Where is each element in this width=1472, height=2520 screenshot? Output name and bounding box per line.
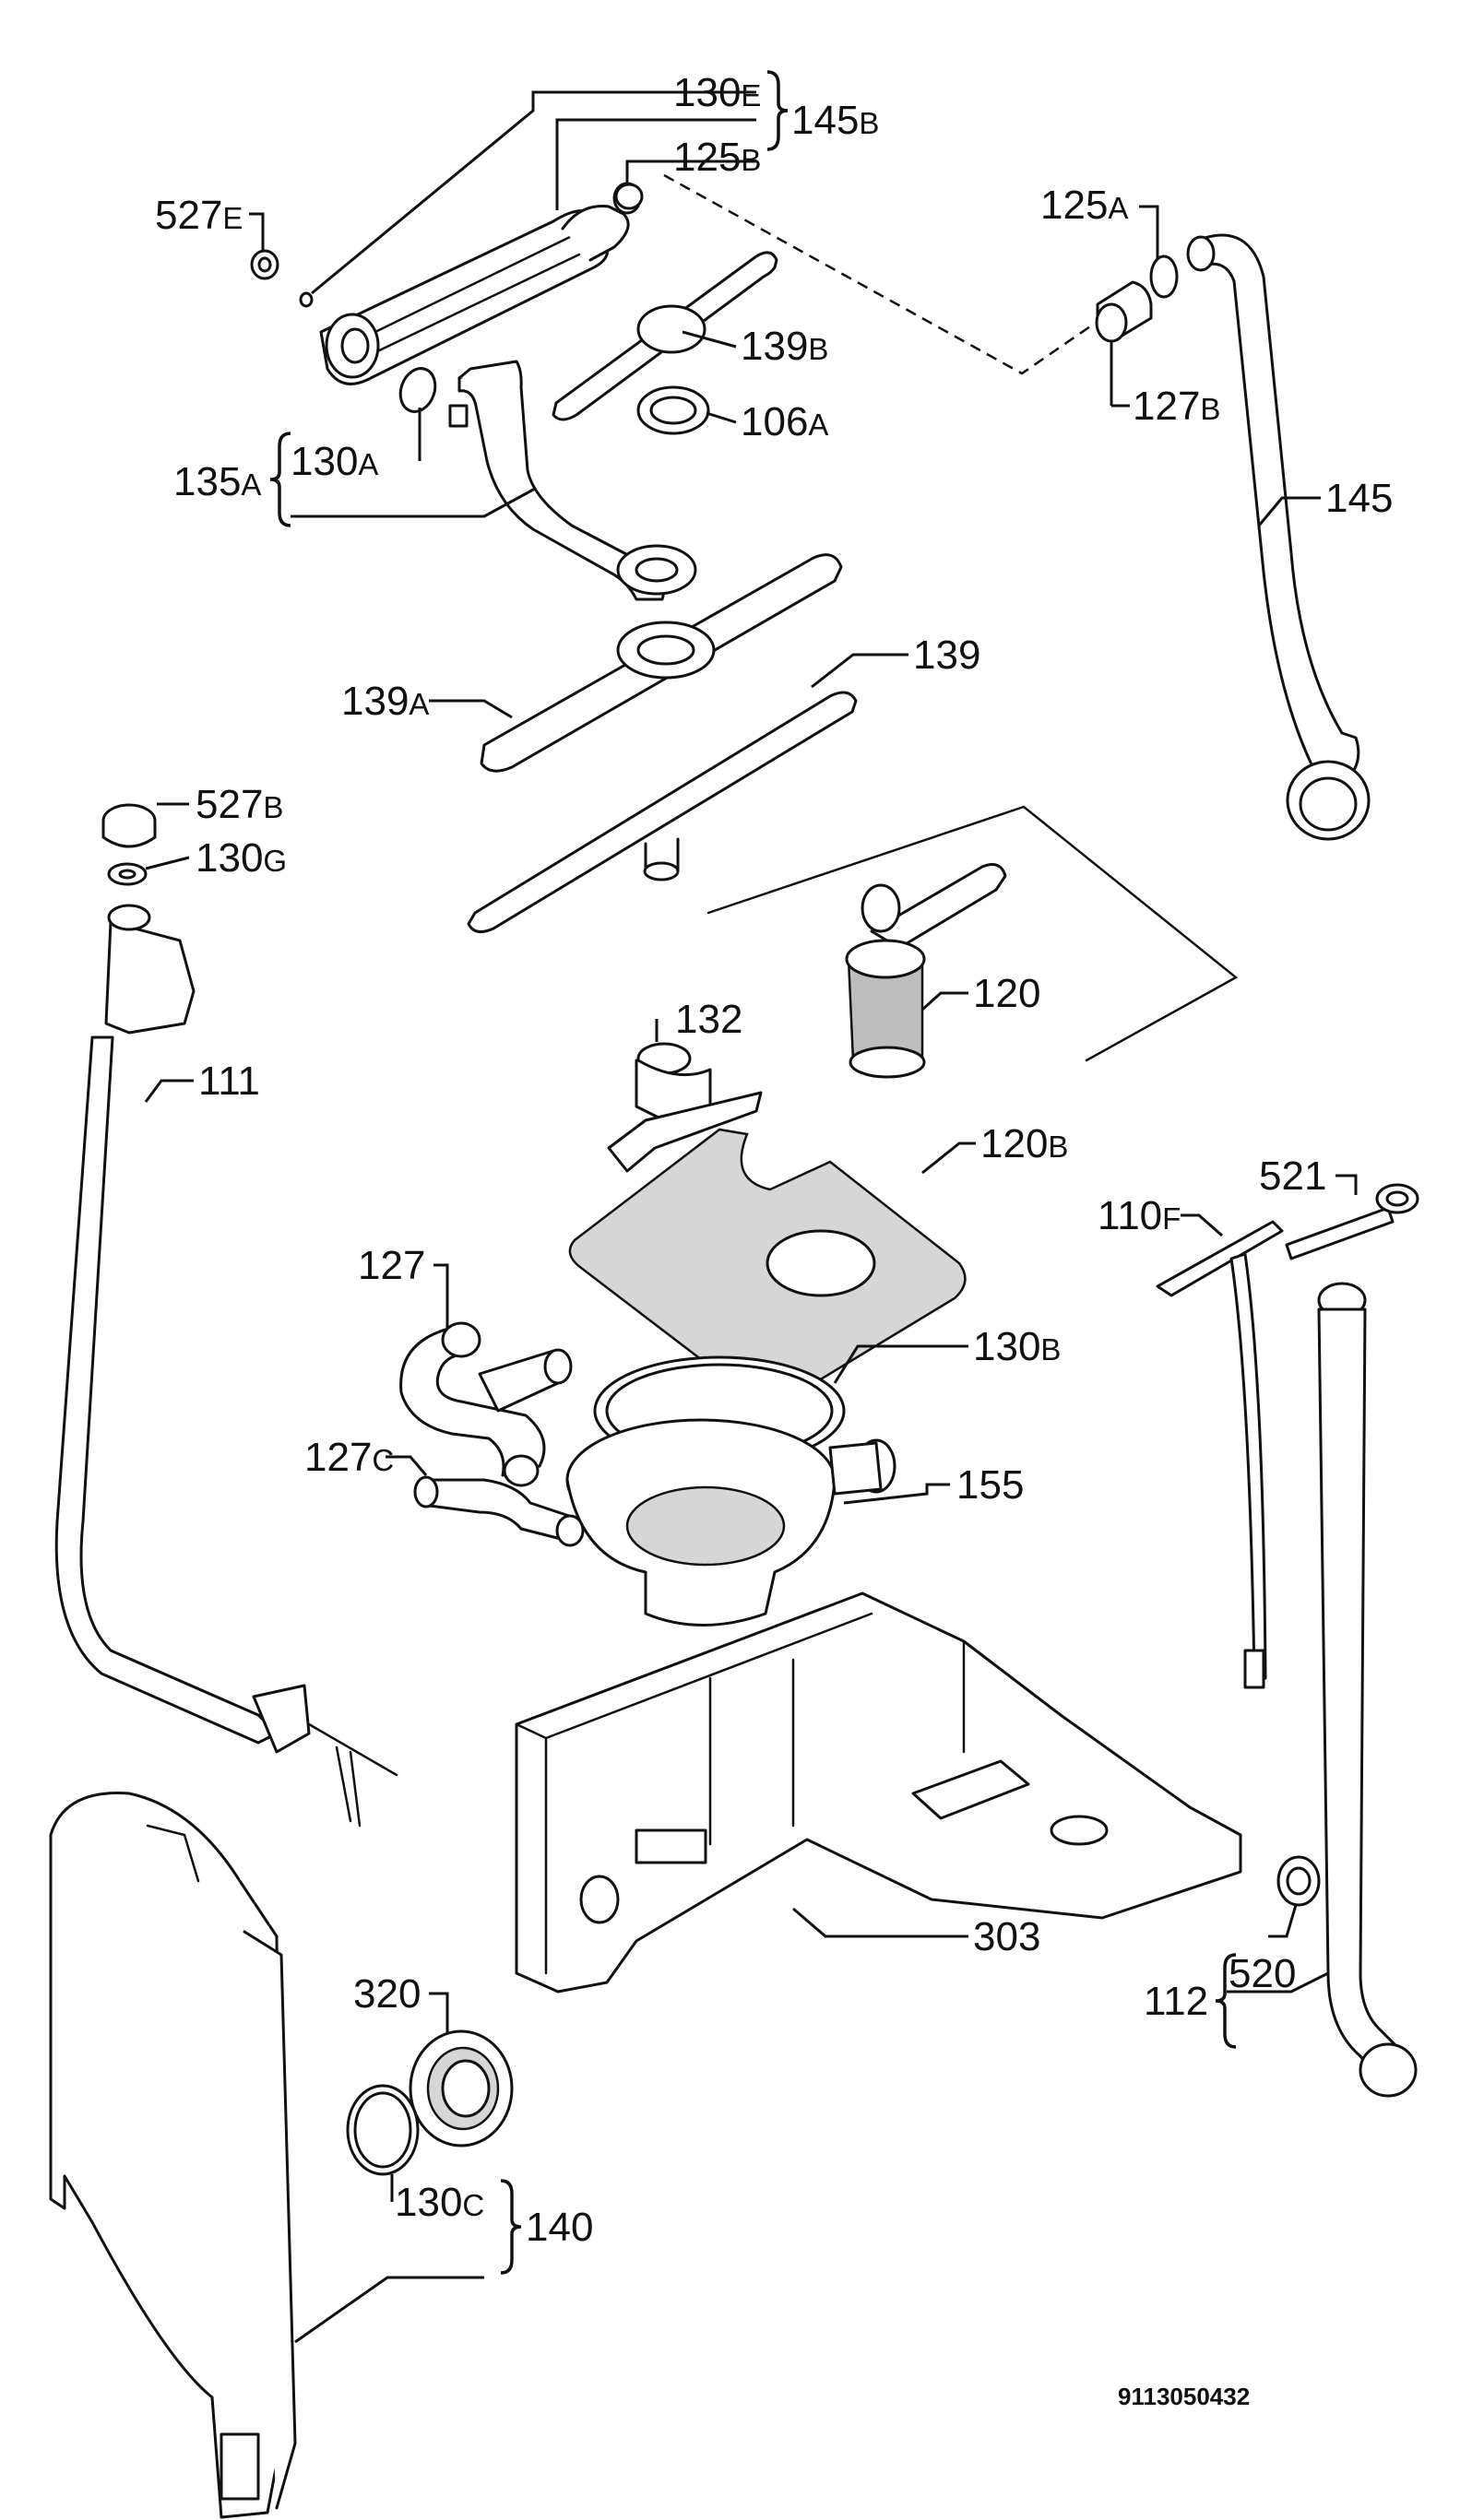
part-lower-spray-arm-139a [480, 553, 843, 773]
label-139a: 139A [341, 679, 429, 724]
part-ring-130a [398, 367, 437, 413]
label-303: 303 [973, 1914, 1040, 1959]
label-130e: 130E [673, 70, 761, 115]
part-elbow-hose-127 [399, 1321, 573, 1487]
label-130g: 130G [196, 835, 287, 881]
label-140: 140 [526, 2205, 593, 2250]
label-155: 155 [956, 1462, 1024, 1508]
label-132: 132 [675, 997, 742, 1042]
part-drain-hose-112 [1317, 1282, 1418, 2098]
part-132 [607, 1042, 763, 1173]
label-527e: 527E [155, 193, 243, 238]
part-washer-130g [107, 862, 148, 886]
label-130a: 130A [291, 439, 378, 484]
label-111: 111 [198, 1059, 260, 1104]
label-521: 521 [1259, 1154, 1326, 1199]
label-130c: 130C [395, 2180, 484, 2225]
part-clip-521 [1285, 1183, 1419, 1260]
part-hose-145 [1186, 233, 1371, 841]
part-nut-527b [101, 803, 157, 848]
label-527b: 527B [196, 782, 283, 827]
label-127c: 127C [304, 1435, 394, 1480]
dashed-connection-line [663, 173, 1094, 375]
grouping-braces [269, 70, 1237, 2275]
leader-lines [144, 90, 1358, 2344]
label-125a: 125A [1040, 183, 1128, 228]
label-120b: 120B [980, 1121, 1068, 1166]
document-number: 9113050432 [1118, 2383, 1250, 2410]
part-spray-arm-139 [467, 691, 858, 934]
label-127b: 127B [1133, 384, 1220, 429]
part-ring-nut-106a [636, 385, 710, 435]
label-127: 127 [358, 1243, 425, 1288]
label-130b: 130B [973, 1324, 1061, 1369]
label-125b: 125B [673, 135, 761, 180]
part-panel-140 [49, 1792, 297, 2519]
label-120: 120 [973, 971, 1040, 1016]
part-upper-spray-arm-139b [552, 251, 778, 421]
part-sump-155 [565, 1418, 896, 1627]
part-inlet-hose-111 [54, 904, 398, 1828]
part-base-303 [515, 1591, 1242, 1994]
part-flat-filter-120b [568, 1128, 967, 1408]
label-320: 320 [353, 1971, 421, 2017]
part-nut-527e [250, 249, 279, 280]
label-145: 145 [1325, 476, 1393, 521]
label-145b: 145B [791, 98, 879, 143]
label-135a: 135A [173, 459, 261, 504]
label-139b: 139B [741, 324, 828, 369]
part-hose-110f [1156, 1220, 1284, 1689]
part-hose-127c [413, 1475, 585, 1547]
part-middle-feed-tube-135a [448, 360, 697, 601]
filter-group-outline [706, 805, 1239, 1062]
part-ring-130c [346, 2084, 420, 2176]
part-grommet-520 [1276, 1855, 1321, 1907]
part-connector-127b [1095, 280, 1153, 343]
part-filter-120 [845, 863, 1007, 1079]
part-o-ring-125b [614, 183, 644, 210]
label-139: 139 [913, 633, 980, 678]
part-seal-320 [409, 2029, 514, 2147]
part-upper-feed-pipe [319, 182, 642, 385]
label-106a: 106A [741, 399, 828, 444]
part-small-ring-527e [299, 291, 314, 308]
part-o-ring-125a [1149, 254, 1179, 299]
part-labels: 130E 145B 125B 527E 125A 139B 106A 127B … [155, 70, 1393, 2250]
label-520: 520 [1229, 1951, 1296, 1996]
label-110f: 110F [1098, 1193, 1181, 1238]
label-112: 112 [1144, 1979, 1208, 2024]
